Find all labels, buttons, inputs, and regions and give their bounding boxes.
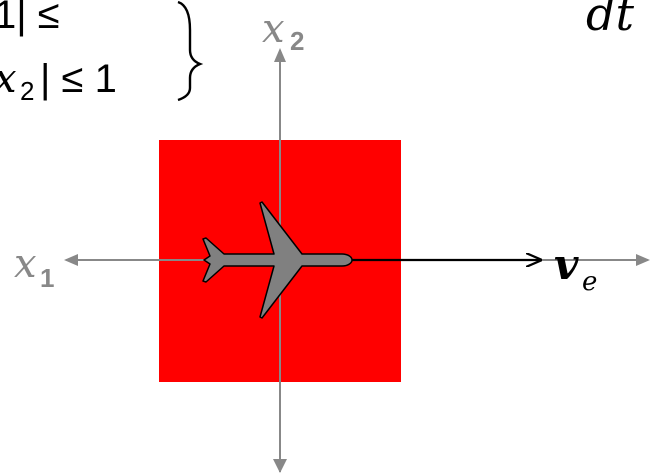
- x2-label-subscript: 2: [290, 26, 304, 56]
- equation-line-2-prefix: x: [0, 56, 17, 102]
- velocity-subscript: e: [582, 267, 597, 297]
- equation-line-1: 1| ≤: [0, 0, 60, 37]
- velocity-symbol: v: [554, 240, 579, 289]
- curly-brace: [177, 0, 204, 102]
- x1-label-symbol: x: [14, 241, 37, 287]
- dt-label: dt: [586, 0, 634, 41]
- x2-axis-down-arrowhead: [273, 459, 287, 473]
- x2-label-symbol: x: [262, 6, 285, 52]
- equation-line-2-subscript: 2: [20, 76, 34, 106]
- x1-label-subscript: 1: [40, 263, 54, 293]
- airplane-icon: [202, 201, 353, 319]
- velocity-label: v e: [554, 240, 597, 297]
- equation-line-2-suffix: | ≤ 1: [40, 57, 117, 101]
- x1-axis-label: x 1: [14, 241, 54, 293]
- x2-axis-label: x 2: [262, 6, 304, 56]
- equation-fragment: 1| ≤ x 2 | ≤ 1 dt: [0, 0, 634, 106]
